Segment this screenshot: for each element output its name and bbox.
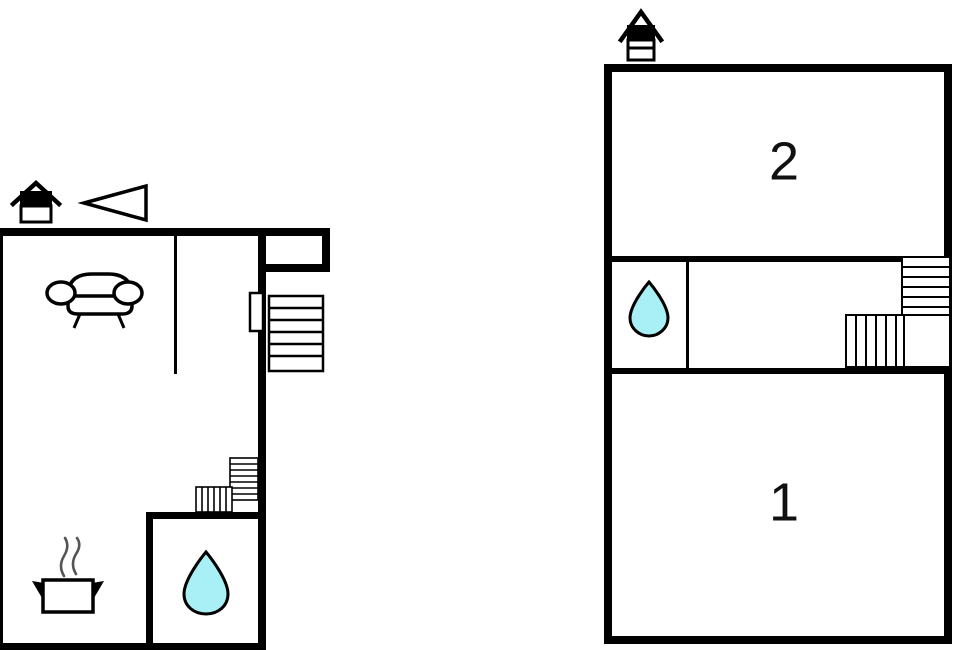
ground-floor-partition	[174, 232, 177, 374]
door-icon	[248, 291, 265, 333]
sofa-icon	[45, 272, 144, 329]
first-floor-plan: 2 1	[604, 8, 952, 644]
house-two-storey-icon	[617, 8, 665, 62]
direction-arrow-icon	[77, 183, 148, 223]
room-number-2: 2	[769, 131, 799, 191]
staircase-l-shaped-icon	[195, 457, 259, 513]
water-drop-icon	[628, 279, 670, 338]
cooking-pot-icon	[32, 536, 104, 614]
first-floor-partitions	[686, 256, 895, 370]
ground-floor-plan	[0, 179, 330, 650]
staircase-straight-icon	[267, 294, 325, 373]
staircase-l-shaped-icon	[845, 256, 951, 368]
ground-floor-walls	[0, 228, 330, 650]
water-drop-icon	[182, 549, 230, 616]
house-one-storey-icon	[9, 179, 63, 224]
room-number-1: 1	[769, 472, 799, 532]
